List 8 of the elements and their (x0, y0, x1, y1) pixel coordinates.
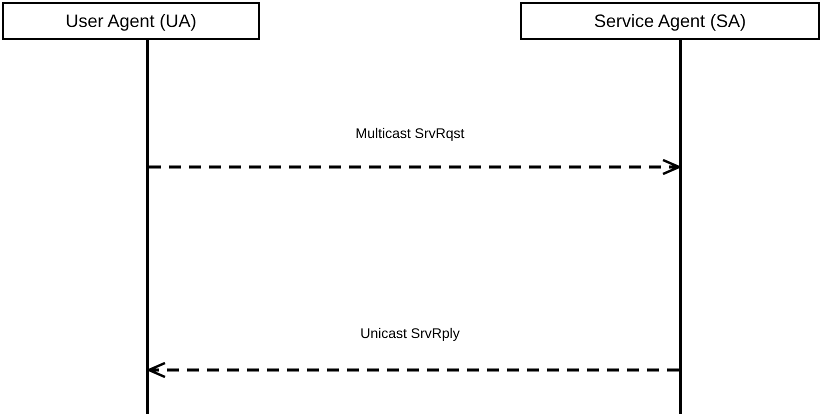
actor-box (2, 2, 260, 40)
actor-box (520, 2, 820, 40)
lifeline (679, 40, 682, 414)
dashed-arrow (148, 362, 679, 378)
dashed-arrow (149, 158, 680, 176)
actor-name: Service Agent (SA) (594, 10, 746, 33)
lifeline (146, 40, 149, 414)
actor-name: User Agent (UA) (65, 10, 197, 33)
